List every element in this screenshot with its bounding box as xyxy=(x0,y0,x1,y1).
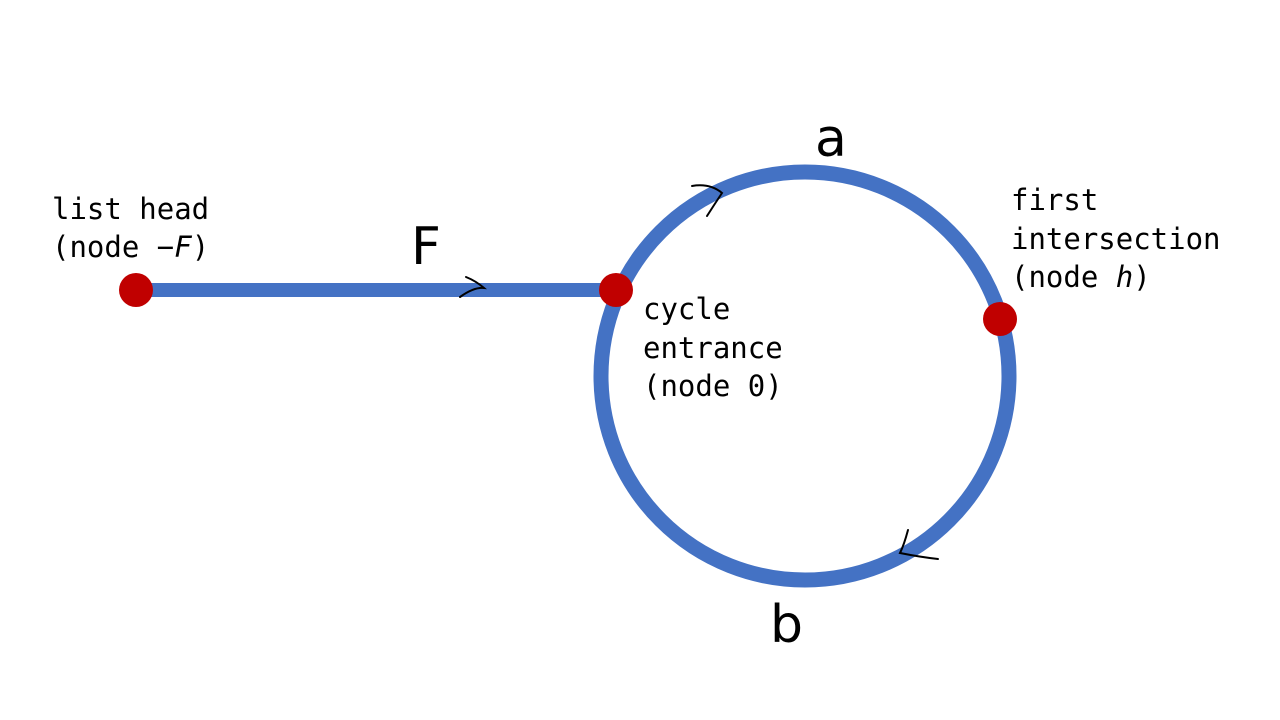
node-head xyxy=(119,273,153,307)
node-first-intersection xyxy=(983,302,1017,336)
entrance-label: cycle entrance (node 0) xyxy=(643,292,783,403)
node-cycle-entrance xyxy=(599,273,633,307)
intersection-label-line1: first xyxy=(1011,183,1098,217)
arrow-right-icon xyxy=(691,184,724,217)
head-label-line2: (node −F) xyxy=(52,230,209,264)
top-arc-label: a xyxy=(815,109,847,169)
intersection-label-line2: intersection xyxy=(1011,222,1221,256)
arrow-right-icon xyxy=(459,276,488,298)
bottom-arc-label: b xyxy=(770,595,803,655)
cycle-ring xyxy=(593,164,1017,588)
entrance-label-line2: entrance xyxy=(643,331,783,365)
arrow-left-icon xyxy=(898,529,939,560)
intersection-label: first intersection (node h) xyxy=(1011,183,1221,294)
entrance-label-line3: (node 0) xyxy=(643,369,783,403)
intersection-label-line3: (node h) xyxy=(1011,260,1151,294)
entrance-label-line1: cycle xyxy=(643,292,730,326)
head-label-line1: list head xyxy=(52,192,209,226)
tail-length-label: F xyxy=(411,217,441,277)
head-label: list head (node −F) xyxy=(52,192,209,264)
